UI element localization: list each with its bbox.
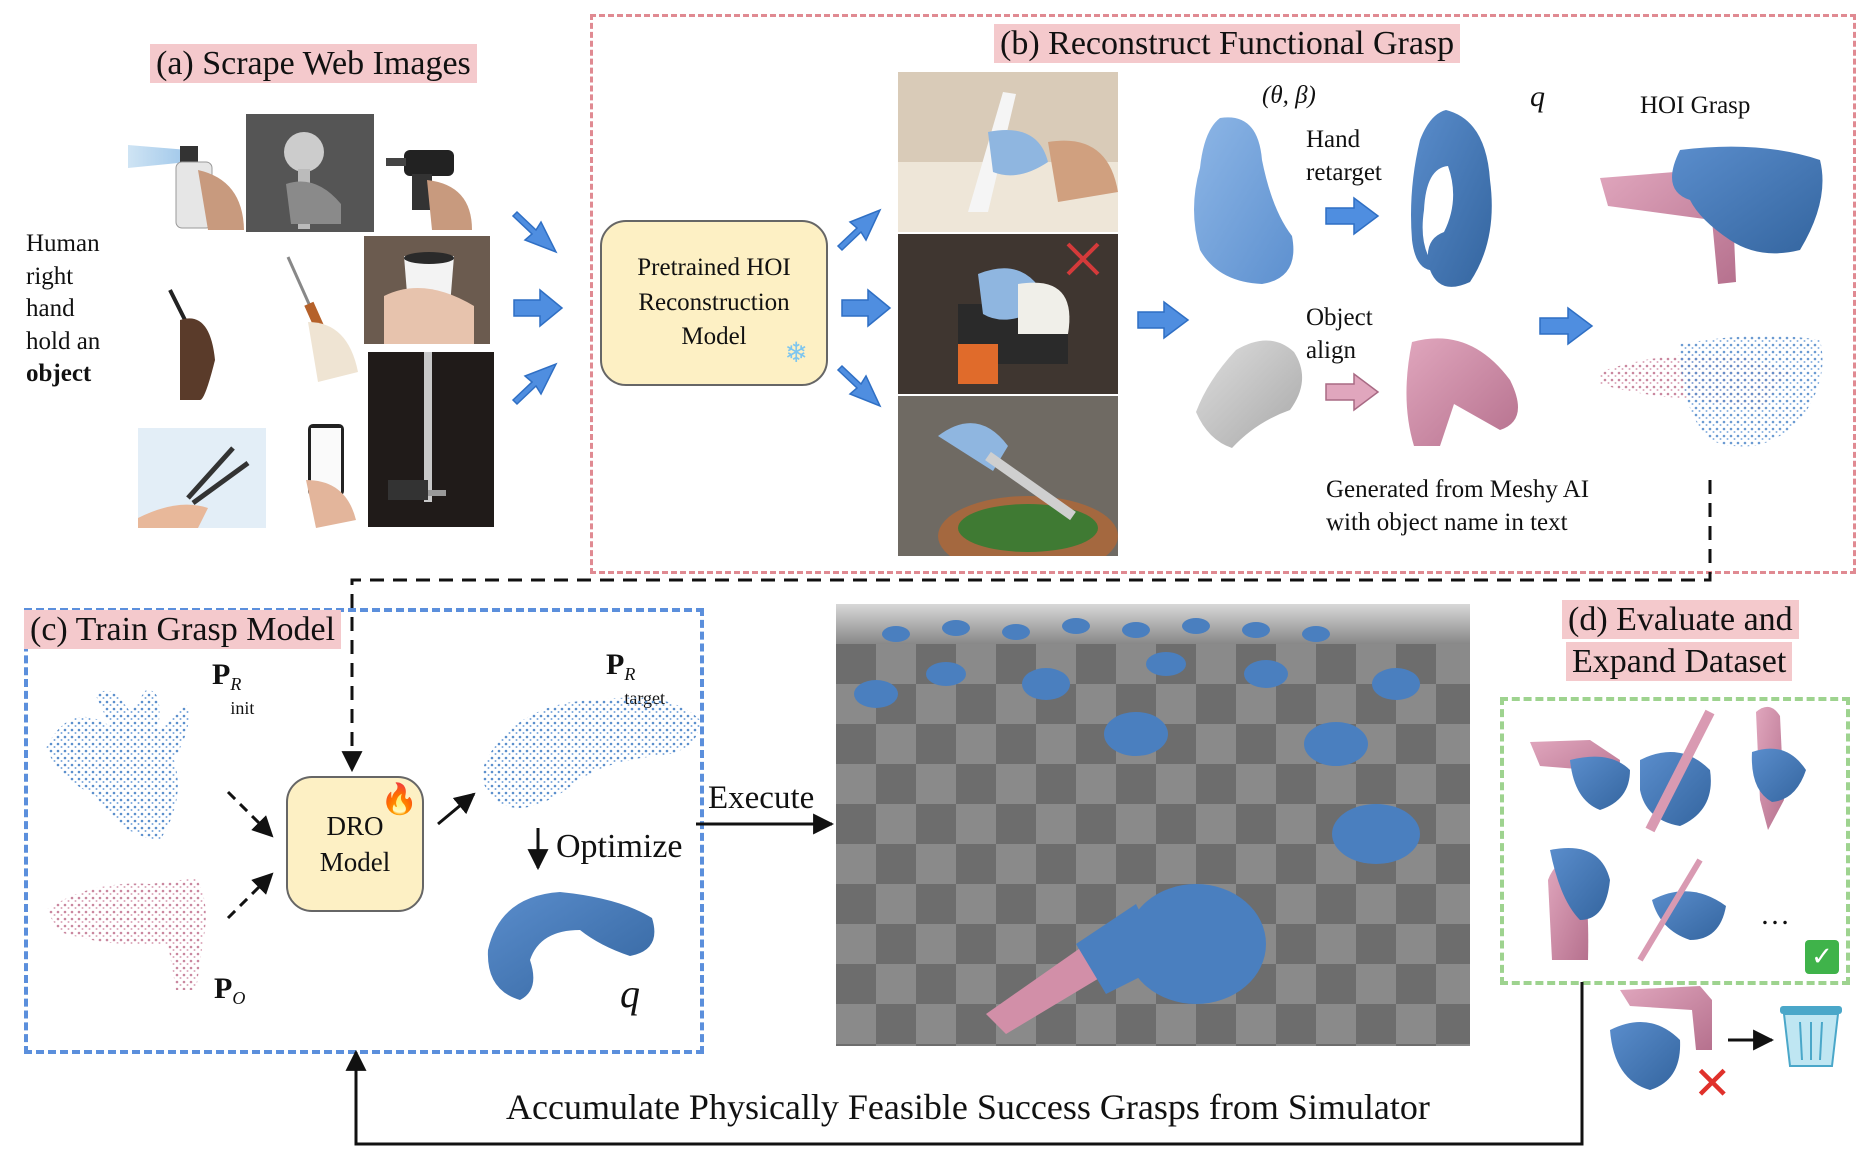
reconstruction-tongs-image xyxy=(898,396,1118,556)
section-a-title: (a) Scrape Web Images xyxy=(150,44,477,84)
spray-can-image xyxy=(128,110,246,232)
evaluate-section-frame xyxy=(1500,697,1850,985)
execute-label: Execute xyxy=(708,780,815,816)
caption-line: Human xyxy=(26,230,100,257)
p-object-superscript: O xyxy=(232,988,246,1008)
hoi-grasp-label: HOI Grasp xyxy=(1640,92,1751,119)
check-icon: ✓ xyxy=(1805,940,1839,974)
smartphone-image xyxy=(296,420,362,528)
p-init-subscript: init xyxy=(230,698,255,718)
reconstruction-pen-image xyxy=(898,72,1118,232)
caption-line: hold an xyxy=(26,327,101,355)
p-init-superscript: R xyxy=(230,674,242,694)
syringe-image xyxy=(278,252,364,388)
robot-joints-label-c: q xyxy=(620,971,640,1016)
pretrained-hoi-model-box: Pretrained HOI Reconstruction Model ❄ xyxy=(600,220,828,386)
sword-image xyxy=(368,352,494,527)
p-target-superscript: R xyxy=(624,664,636,684)
dro-line: Model xyxy=(319,847,391,877)
object-align-line: Object xyxy=(1306,304,1373,331)
snowflake-icon: ❄ xyxy=(784,338,808,369)
section-d-title-line: Expand Dataset xyxy=(1566,642,1793,682)
failed-robot-hand xyxy=(1610,1022,1681,1090)
fire-icon: 🔥 xyxy=(380,783,418,816)
hand-retarget-line: retarget xyxy=(1306,158,1382,186)
dro-line: DRO xyxy=(326,810,384,841)
caption-line: hand xyxy=(26,295,75,322)
p-object-label: P O xyxy=(214,972,254,1008)
p-symbol: P xyxy=(606,648,625,681)
cross-icon: ✕ xyxy=(1693,1056,1732,1110)
caption-line: right xyxy=(26,262,74,290)
more-grasps-ellipsis: … xyxy=(1760,898,1790,931)
hand-retarget-label: Hand retarget xyxy=(1306,124,1382,189)
power-drill-image xyxy=(382,110,474,230)
blue-arrow xyxy=(511,362,558,406)
microphone-image xyxy=(246,114,374,232)
robot-joints-label-b: q xyxy=(1530,80,1545,113)
blue-arrow xyxy=(513,288,564,328)
meshy-line: Generated from Meshy AI xyxy=(1326,476,1590,503)
p-target-label: P R target xyxy=(606,648,694,708)
human-hand-caption: Human right hand hold an object xyxy=(26,228,100,391)
object-align-line: align xyxy=(1306,336,1356,364)
section-d-title-line: (d) Evaluate and xyxy=(1562,600,1799,640)
caption-object-word: object xyxy=(26,360,92,387)
blue-arrow xyxy=(511,210,558,254)
tongs-image xyxy=(138,428,266,528)
p-symbol: P xyxy=(212,658,231,691)
simulator-render xyxy=(836,604,1470,1046)
object-align-label: Object align xyxy=(1306,302,1373,367)
section-c-title: (c) Train Grasp Model xyxy=(24,610,342,650)
hand-retarget-line: Hand xyxy=(1306,126,1361,153)
mug-image xyxy=(364,236,490,344)
reconstruction-drill-image xyxy=(898,234,1118,394)
meshy-caption: Generated from Meshy AI with object name… xyxy=(1326,474,1589,539)
section-b-title: (b) Reconstruct Functional Grasp xyxy=(994,24,1461,64)
dro-model-label: DRO Model xyxy=(320,808,391,881)
p-init-label: P R init xyxy=(212,658,264,718)
mano-params-label: (θ, β) xyxy=(1262,82,1316,109)
dro-model-box: DRO Model 🔥 xyxy=(286,776,424,912)
pen-image xyxy=(160,280,232,400)
meshy-line: with object name in text xyxy=(1326,508,1568,536)
failed-drill-object xyxy=(1620,986,1712,1050)
feedback-loop-label: Accumulate Physically Feasible Success G… xyxy=(506,1087,1430,1127)
p-symbol: P xyxy=(214,972,233,1005)
optimize-label: Optimize xyxy=(556,828,683,865)
pretrained-model-label: Pretrained HOI Reconstruction Model xyxy=(637,254,791,351)
trash-icon xyxy=(1780,1006,1842,1067)
p-target-subscript: target xyxy=(624,688,665,708)
